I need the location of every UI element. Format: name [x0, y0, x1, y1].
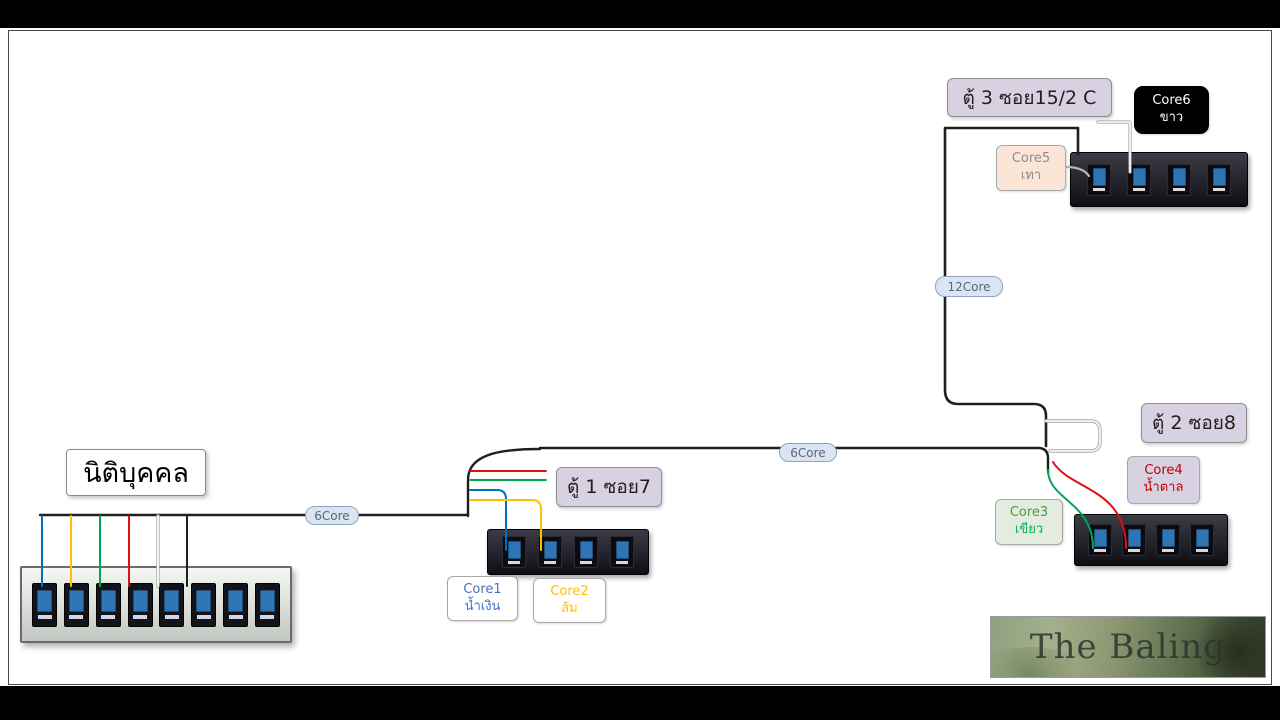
sc-adapter-icon	[1172, 168, 1186, 186]
sc-adapter-icon	[68, 590, 84, 612]
port-label-strip	[580, 560, 592, 564]
core-name: Core4	[1144, 463, 1183, 479]
fiber-port	[223, 582, 249, 627]
fiber-port	[1087, 163, 1111, 196]
sc-adapter-icon	[543, 540, 557, 559]
port-label-strip	[1128, 548, 1140, 552]
core-color-name: ขาว	[1159, 110, 1184, 125]
port-label-strip	[37, 615, 52, 619]
sc-adapter-icon	[1093, 528, 1107, 547]
sc-adapter-icon	[1092, 168, 1106, 186]
core-color-name: น้ำตาล	[1143, 480, 1184, 495]
sc-adapter-icon	[228, 590, 244, 612]
fiber-port	[32, 582, 57, 627]
sc-adapter-icon	[615, 540, 629, 559]
fiber-port	[610, 536, 634, 568]
port-label-strip	[1094, 548, 1106, 552]
letterbox-bottom-bar	[0, 686, 1280, 720]
sc-adapter-icon	[1195, 528, 1209, 547]
core-name: Core3	[1009, 505, 1049, 521]
sc-adapter-icon	[1132, 168, 1146, 186]
core1-label: Core1 น้ำเงิน	[447, 576, 518, 621]
port-label-strip	[508, 560, 520, 564]
patch-panel-cabinet2	[1074, 514, 1228, 566]
port-label-strip	[616, 560, 628, 564]
port-label-strip	[1196, 548, 1208, 552]
sc-adapter-icon	[196, 590, 212, 612]
sc-adapter-icon	[579, 540, 593, 559]
cabinet3-label: ตู้ 3 ซอย15/2 C	[947, 78, 1112, 117]
fiber-port	[538, 536, 562, 568]
diagram-frame-border	[8, 30, 1272, 685]
fiber-port	[502, 536, 526, 568]
port-label-strip	[1093, 188, 1105, 191]
cable-6core-left-badge: 6Core	[305, 506, 359, 525]
fiber-port	[159, 582, 185, 627]
sc-adapter-icon	[1161, 528, 1175, 547]
sc-adapter-icon	[1127, 528, 1141, 547]
cable-6core-mid-badge: 6Core	[779, 443, 837, 462]
port-label-strip	[1173, 188, 1185, 191]
core-color-name: ส้ม	[561, 600, 578, 616]
core-name: Core5	[1011, 151, 1051, 167]
fiber-port	[1088, 524, 1112, 556]
patch-panel-office	[20, 566, 292, 643]
sc-adapter-icon	[1212, 168, 1226, 186]
fiber-port	[1167, 163, 1191, 196]
site-photo: The Baling	[990, 616, 1266, 678]
fiber-port	[1190, 524, 1214, 556]
port-label-strip	[1162, 548, 1174, 552]
letterbox-top-bar	[0, 0, 1280, 28]
fiber-port	[95, 582, 121, 627]
sc-adapter-icon	[259, 590, 275, 612]
port-label-strip	[1213, 188, 1225, 191]
sc-adapter-icon	[37, 590, 52, 612]
port-label-strip	[69, 615, 84, 619]
core5-label: Core5 เทา	[996, 145, 1066, 191]
port-label-strip	[133, 615, 148, 619]
sc-adapter-icon	[164, 590, 180, 612]
fiber-port	[1207, 163, 1231, 196]
patch-panel-cabinet1	[487, 529, 649, 575]
site-photo-caption: The Baling	[1029, 627, 1227, 667]
sc-adapter-icon	[100, 590, 116, 612]
fiber-port	[1127, 163, 1151, 196]
port-label-strip	[260, 615, 275, 619]
core6-label: Core6 ขาว	[1134, 86, 1209, 134]
fiber-port	[63, 582, 89, 627]
cable-12core-badge: 12Core	[935, 276, 1003, 297]
fiber-port	[574, 536, 598, 568]
port-label-strip	[196, 615, 211, 619]
port-label-strip	[544, 560, 556, 564]
core-color-name: น้ำเงิน	[464, 598, 501, 614]
fiber-port	[191, 582, 217, 627]
office-label: นิติบุคคล	[66, 449, 206, 496]
fiber-port	[127, 582, 153, 627]
core3-label: Core3 เขียว	[995, 499, 1063, 545]
sc-adapter-icon	[132, 590, 148, 612]
port-label-strip	[1133, 188, 1145, 191]
core-color-name: เขียว	[1014, 522, 1044, 537]
core2-label: Core2 ส้ม	[533, 578, 606, 623]
port-label-strip	[228, 615, 243, 619]
patch-panel-cabinet3	[1070, 152, 1248, 207]
core4-label: Core4 น้ำตาล	[1127, 456, 1200, 504]
core-name: Core1	[463, 581, 502, 597]
fiber-port	[1156, 524, 1180, 556]
fiber-port	[1122, 524, 1146, 556]
cabinet2-label: ตู้ 2 ซอย8	[1141, 403, 1247, 443]
core-name: Core6	[1152, 93, 1191, 109]
core-color-name: เทา	[1020, 168, 1042, 183]
sc-adapter-icon	[507, 540, 521, 559]
core-name: Core2	[550, 583, 589, 599]
cabinet1-label: ตู้ 1 ซอย7	[556, 467, 662, 507]
fiber-port	[254, 582, 280, 627]
port-label-strip	[164, 615, 179, 619]
port-label-strip	[101, 615, 116, 619]
